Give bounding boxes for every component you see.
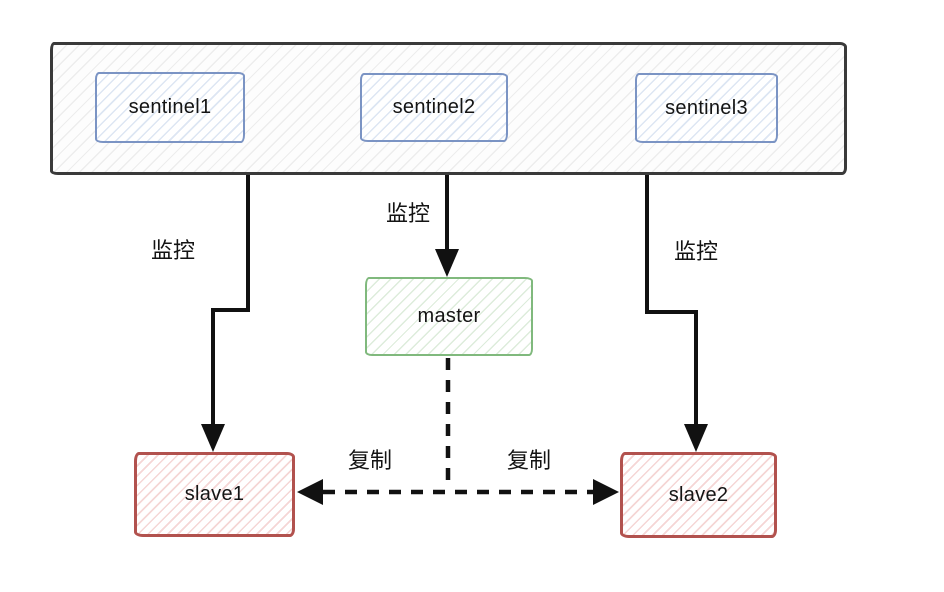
node-sentinel2-label: sentinel2 xyxy=(392,96,476,118)
node-sentinel3-label: sentinel3 xyxy=(665,96,748,119)
edge-label-replicate-right: 复制 xyxy=(507,448,552,473)
replication-arrow-dashed xyxy=(297,479,619,505)
node-sentinel2: sentinel2 xyxy=(360,73,508,142)
node-sentinel1: sentinel1 xyxy=(95,72,245,143)
node-slave1: slave1 xyxy=(134,452,295,537)
node-slave2-label: slave2 xyxy=(668,483,729,506)
edge-label-monitor-left: 监控 xyxy=(151,238,196,263)
monitor-arrow-left xyxy=(201,175,250,452)
edge-label-monitor-right: 监控 xyxy=(674,239,719,264)
edge-label-monitor-center: 监控 xyxy=(386,201,431,226)
edge-label-replicate-left: 复制 xyxy=(348,448,393,473)
node-master: master xyxy=(365,277,533,356)
node-slave2: slave2 xyxy=(620,452,777,538)
node-master-label: master xyxy=(417,305,481,327)
node-sentinel3: sentinel3 xyxy=(635,73,778,143)
node-slave1-label: slave1 xyxy=(184,483,245,505)
monitor-arrow-center xyxy=(435,175,459,277)
node-sentinel1-label: sentinel1 xyxy=(128,96,212,118)
monitor-arrow-right xyxy=(645,175,708,452)
